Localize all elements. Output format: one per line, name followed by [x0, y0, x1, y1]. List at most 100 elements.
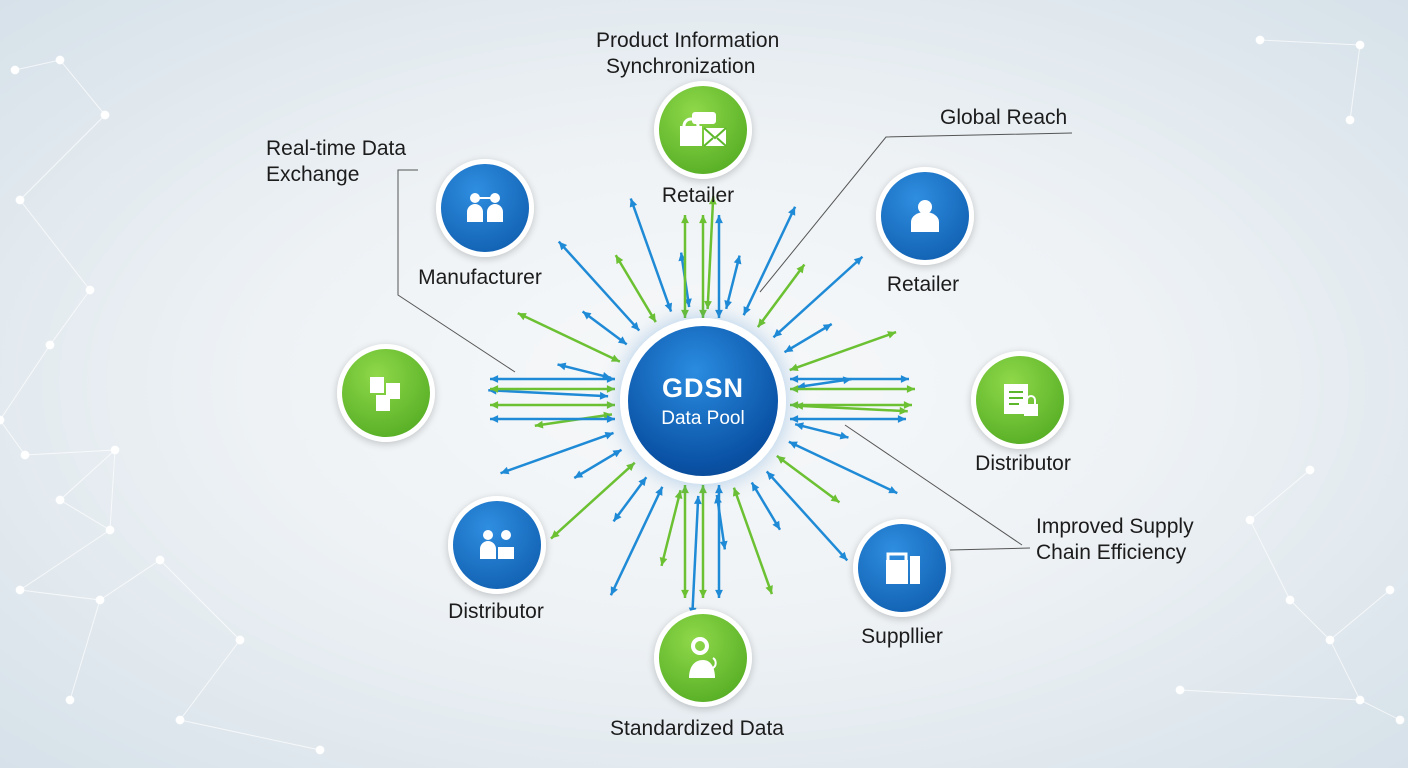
global-callout-line — [759, 132, 1073, 293]
green-arrow — [776, 454, 841, 504]
network-node — [15, 195, 25, 205]
network-node — [1355, 40, 1365, 50]
node-left-documents[interactable] — [337, 344, 435, 442]
green-arrow — [789, 330, 897, 372]
network-line — [14, 59, 61, 71]
global-callout: Global Reach — [940, 106, 1068, 129]
blue-arrow — [573, 448, 623, 480]
blue-arrow — [794, 422, 849, 439]
arrowhead — [906, 385, 915, 393]
green-arrow — [614, 254, 657, 323]
network-line — [1179, 689, 1361, 701]
arrowhead — [704, 300, 712, 310]
network-line — [19, 589, 101, 601]
network-line — [159, 559, 241, 641]
green-arrow — [706, 196, 715, 310]
green-arrow — [732, 487, 774, 595]
arrowhead — [795, 422, 804, 430]
network-line — [109, 449, 116, 531]
arrowhead — [887, 331, 897, 339]
arrowhead — [789, 363, 799, 372]
network-node — [100, 110, 110, 120]
arrowhead — [674, 490, 683, 500]
green-arrow — [660, 489, 682, 567]
sync-line2: Synchronization — [606, 55, 756, 78]
arrowhead — [574, 470, 584, 478]
green-arrow — [794, 404, 908, 413]
green-arrow — [517, 312, 621, 363]
arrowhead — [719, 540, 728, 550]
arrowhead — [788, 441, 798, 449]
green-arrow — [756, 263, 806, 328]
blue-arrow — [612, 476, 648, 523]
network-node — [1345, 115, 1355, 125]
arrowhead — [517, 313, 527, 321]
realtime-line1: Real-time Data — [266, 137, 407, 160]
boxes-icon — [886, 552, 920, 584]
network-line — [179, 639, 241, 721]
network-line — [19, 114, 106, 201]
arrowhead — [630, 321, 640, 331]
arrowhead — [788, 206, 796, 216]
arrowhead — [582, 311, 592, 320]
blue-arrow — [557, 363, 612, 380]
arrowhead — [534, 420, 544, 429]
arrowhead — [599, 391, 609, 400]
efficiency-callout-line-2 — [949, 547, 1031, 551]
blue-arrow — [750, 481, 782, 531]
node-label-distributor-right: Distributor — [975, 452, 1071, 475]
network-line — [1259, 39, 1361, 46]
arrowhead — [784, 344, 794, 353]
network-line — [1249, 519, 1291, 601]
network-line — [19, 529, 111, 591]
arrowhead — [617, 336, 627, 345]
arrowhead — [724, 300, 732, 309]
node-supplier[interactable] — [853, 519, 951, 617]
blue-arrow — [772, 255, 864, 339]
arrowhead — [903, 401, 912, 409]
node-retailer-right[interactable] — [876, 167, 974, 265]
arrowhead — [612, 449, 622, 458]
node-label-standardized-data: Standardized Data — [610, 717, 784, 740]
network-node — [65, 695, 75, 705]
arrowhead — [897, 415, 906, 423]
arrowhead — [648, 313, 656, 323]
network-line — [0, 419, 26, 456]
shopping-bag-envelope-icon — [680, 112, 727, 147]
arrowhead — [610, 354, 620, 362]
node-retailer-top[interactable] — [654, 81, 752, 179]
blue-arrow — [488, 389, 609, 398]
node-standardized-data[interactable] — [654, 609, 752, 707]
arrowhead — [606, 401, 615, 409]
arrowhead — [681, 215, 689, 224]
network-node — [45, 340, 55, 350]
network-node — [175, 715, 185, 725]
arrowhead — [733, 255, 742, 265]
network-line — [179, 719, 321, 751]
arrowhead — [751, 482, 760, 492]
arrowhead — [606, 415, 615, 423]
blue-arrow — [796, 377, 852, 389]
arrowhead — [853, 256, 863, 266]
network-line — [59, 449, 116, 501]
arrowhead — [715, 215, 723, 224]
blue-arrow — [783, 322, 833, 354]
efficiency-line2: Chain Efficiency — [1036, 541, 1187, 564]
arrowhead — [699, 215, 707, 224]
node-distributor-left[interactable] — [448, 496, 546, 594]
arrowhead — [681, 485, 689, 494]
node-distributor-right[interactable] — [971, 351, 1069, 449]
arrowhead — [830, 494, 840, 503]
network-node — [1385, 585, 1395, 595]
gdsn-data-pool-hub[interactable]: GDSN Data Pool — [620, 318, 786, 484]
arrowhead — [766, 471, 776, 481]
arrowhead — [839, 431, 849, 440]
arrowhead — [715, 309, 723, 318]
arrowhead — [606, 385, 615, 393]
hub-subtitle: Data Pool — [661, 407, 745, 429]
blue-arrow — [788, 440, 898, 495]
network-node — [1305, 465, 1315, 475]
arrowhead — [790, 375, 799, 383]
node-manufacturer[interactable] — [436, 159, 534, 257]
